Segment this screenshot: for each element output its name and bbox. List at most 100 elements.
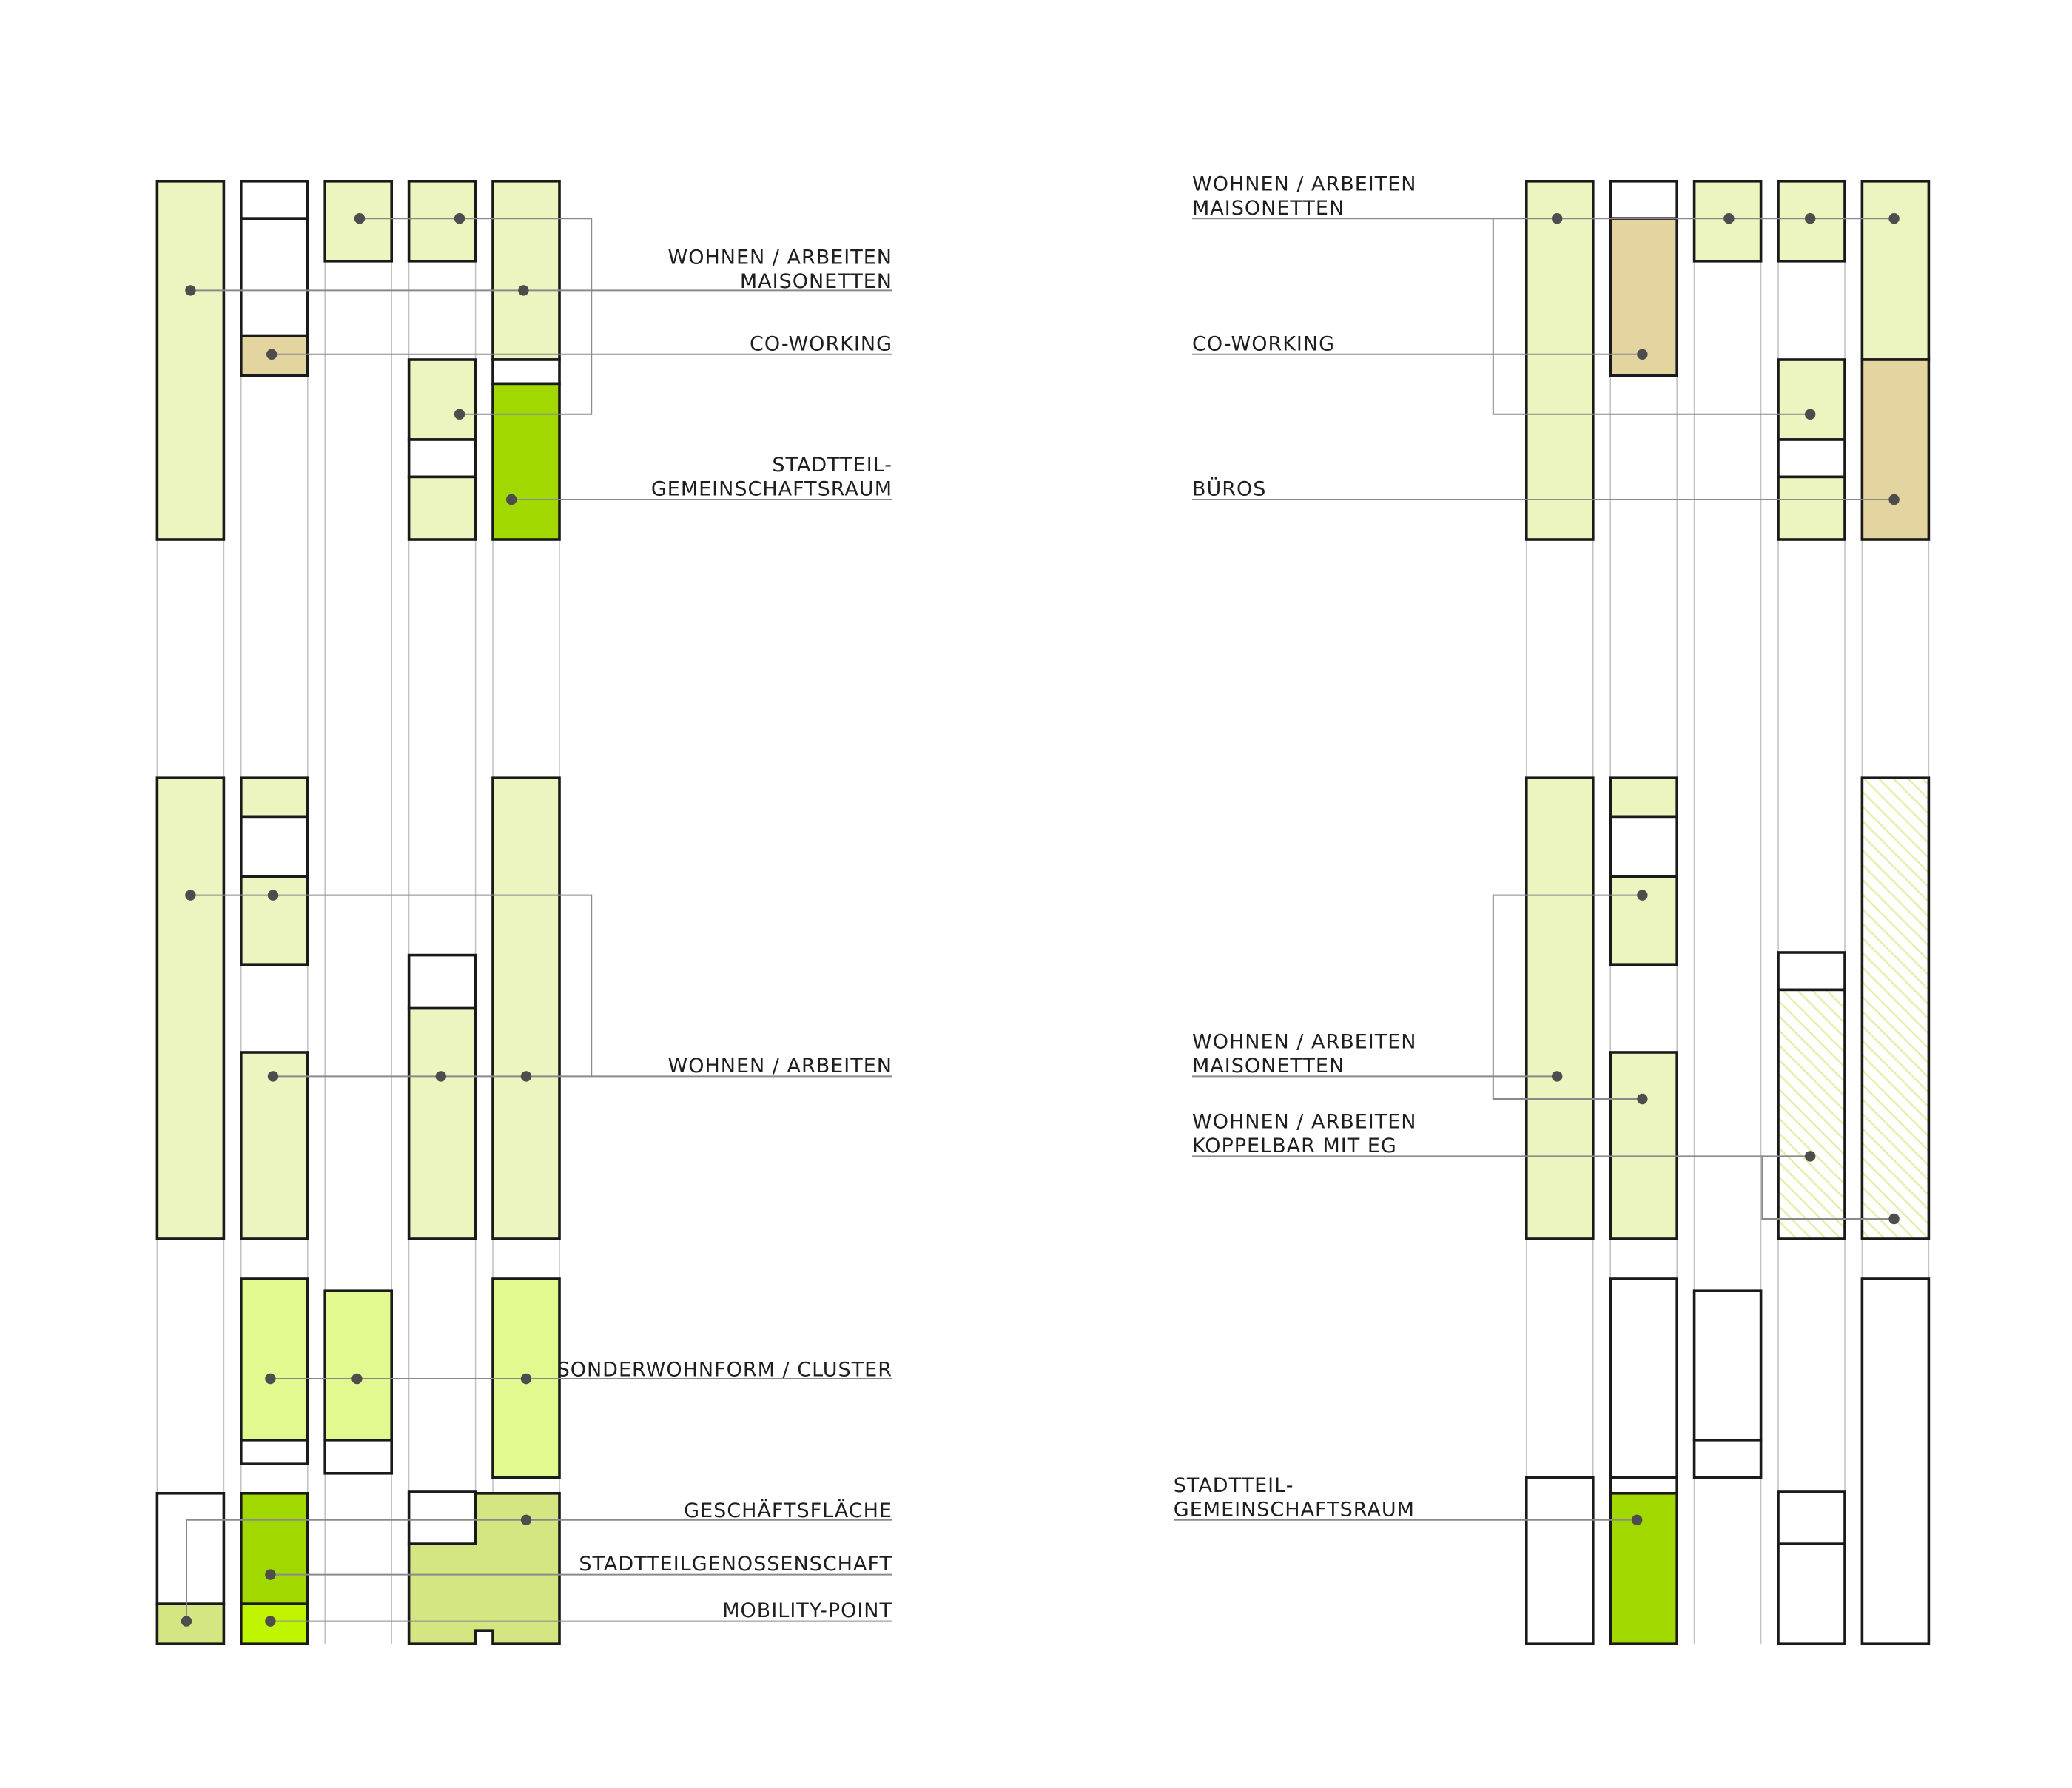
unit-block	[407, 953, 477, 1010]
unit-block	[1777, 1490, 1846, 1545]
unit-block	[1609, 1277, 1678, 1479]
label-line: MAISONETTEN	[740, 270, 892, 293]
unit-block	[239, 875, 309, 967]
unit-block	[1692, 1439, 1763, 1479]
marker-dot	[1888, 494, 1900, 505]
label-line: GESCHÄFTSFLÄCHE	[684, 1499, 892, 1522]
label-l3: STADTTEIL-GEMEINSCHAFTSRAUM	[651, 454, 892, 500]
unit-block	[1525, 1476, 1595, 1645]
unit-block	[491, 382, 561, 541]
marker-dot	[267, 890, 279, 901]
unit-block	[239, 180, 309, 221]
marker-dot	[266, 349, 278, 360]
marker-dot	[1805, 213, 1816, 224]
unit-block	[1860, 776, 1931, 1240]
unit-block	[1860, 180, 1931, 361]
marker-dot	[1723, 213, 1735, 224]
unit-block	[1860, 1277, 1931, 1646]
unit-block	[491, 358, 561, 386]
label-line: CO-WORKING	[750, 332, 892, 355]
marker-dot	[1888, 213, 1900, 224]
label-r3: BÜROS	[1192, 477, 1266, 501]
marker-dot	[520, 1071, 532, 1082]
marker-dot	[267, 1071, 279, 1082]
unit-block	[1609, 1051, 1678, 1240]
marker-dot	[181, 1616, 192, 1627]
marker-dot	[454, 409, 465, 420]
unit-blocks	[155, 180, 1931, 1646]
marker-dot	[265, 1373, 276, 1385]
leader-lines	[186, 218, 1894, 1622]
marker-dot	[520, 1373, 532, 1385]
unit-block	[1777, 475, 1846, 541]
unit-block	[1777, 438, 1846, 479]
unit-block	[155, 180, 226, 541]
label-line: SONDERWOHNFORM / CLUSTER	[557, 1358, 892, 1381]
unit-block	[407, 438, 477, 479]
unit-block	[1609, 1492, 1678, 1646]
label-line: WOHNEN / ARBEITEN	[1192, 172, 1417, 195]
marker-dot	[1552, 1071, 1563, 1082]
unit-block	[323, 1289, 394, 1442]
unit-block	[239, 1277, 309, 1442]
marker-dot	[185, 890, 196, 901]
unit-block	[155, 1492, 226, 1606]
marker-dot	[354, 213, 366, 224]
unit-block	[1609, 815, 1678, 878]
label-l2: CO-WORKING	[750, 332, 892, 355]
unit-block	[407, 180, 477, 263]
label-line: WOHNEN / ARBEITEN	[1192, 1031, 1417, 1054]
label-l5: SONDERWOHNFORM / CLUSTER	[557, 1358, 892, 1381]
unit-block	[323, 1439, 394, 1475]
label-line: STADTTEIL-	[772, 454, 892, 477]
label-line: MOBILITY-POINT	[722, 1599, 892, 1622]
marker-dot	[435, 1071, 446, 1082]
shop-floor-block	[407, 1492, 561, 1645]
unit-block	[407, 1006, 477, 1240]
marker-dot	[1637, 890, 1648, 901]
label-l7: STADTTEILGENOSSENSCHAFT	[579, 1553, 892, 1576]
unit-block	[407, 475, 477, 541]
marker-dot	[265, 1616, 276, 1627]
marker-dot	[1637, 349, 1648, 360]
unit-block	[1525, 180, 1595, 541]
marker-dot	[185, 285, 196, 296]
marker-dot	[265, 1569, 276, 1580]
label-line: WOHNEN / ARBEITEN	[668, 1055, 893, 1078]
unit-block	[1777, 1542, 1846, 1645]
unit-block	[239, 815, 309, 878]
unit-block	[1860, 358, 1931, 541]
unit-block	[1609, 1476, 1678, 1495]
label-line: GEMEINSCHAFTSRAUM	[651, 478, 892, 501]
unit-block	[1525, 776, 1595, 1240]
unit-block	[491, 776, 561, 1240]
label-line: KOPPELBAR MIT EG	[1192, 1135, 1397, 1157]
marker-dot	[1888, 1213, 1900, 1225]
unit-block	[1609, 875, 1678, 967]
leader-line	[186, 1519, 892, 1621]
unit-block	[239, 217, 309, 337]
label-line: BÜROS	[1192, 477, 1266, 501]
unit-block	[239, 1492, 309, 1606]
label-l4: WOHNEN / ARBEITEN	[668, 1055, 893, 1078]
marker-dot	[352, 1373, 363, 1385]
unit-block	[239, 776, 309, 819]
leader-line	[1761, 1156, 1894, 1220]
marker-dot	[1637, 1093, 1648, 1105]
unit-block	[1609, 776, 1678, 819]
unit-block	[1777, 988, 1846, 1240]
label-line: WOHNEN / ARBEITEN	[1192, 1111, 1417, 1134]
marker-dot	[1632, 1514, 1643, 1525]
label-l8: MOBILITY-POINT	[722, 1599, 892, 1622]
label-r6: STADTTEIL-GEMEINSCHAFTSRAUM	[1174, 1474, 1415, 1521]
unit-block	[407, 1490, 477, 1545]
label-line: WOHNEN / ARBEITEN	[668, 246, 893, 269]
unit-block	[155, 776, 226, 1240]
unit-block	[1692, 1289, 1763, 1442]
leader-line	[190, 894, 593, 1078]
label-line: MAISONETTEN	[1192, 1055, 1345, 1078]
leader-line	[360, 218, 593, 415]
unit-block	[491, 180, 561, 361]
